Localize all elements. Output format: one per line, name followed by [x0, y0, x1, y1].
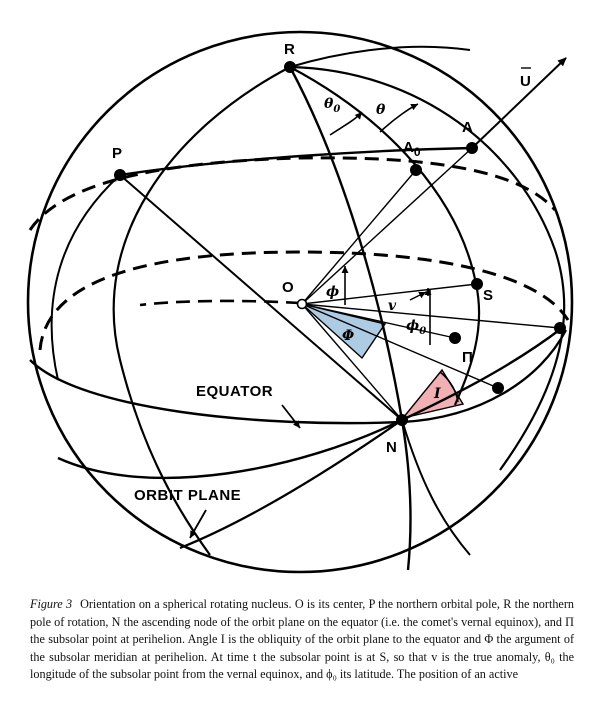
label-orbit-plane: ORBIT PLANE [134, 487, 241, 504]
point-lower [492, 382, 504, 394]
label-theta: θ [376, 102, 386, 118]
orbit-pointer [189, 509, 207, 539]
label-equator: EQUATOR [196, 383, 273, 400]
label-theta0: θ0 [324, 96, 340, 115]
ray-O-S [301, 283, 478, 305]
U-axis [471, 57, 567, 149]
label-R: R [284, 41, 295, 58]
meridian-R-N [288, 66, 412, 571]
point-O [296, 298, 308, 310]
label-Phi: Φ [342, 328, 354, 344]
angle-Phi-patch [301, 303, 387, 360]
point-right [554, 322, 566, 334]
point-P [114, 169, 126, 181]
label-phi: ϕ [326, 284, 339, 300]
caption-figure-label: Figure 3 [30, 597, 73, 611]
ray-O-right [301, 303, 561, 329]
point-A0 [410, 164, 422, 176]
sphere-outline [26, 30, 574, 574]
label-Pi: Π [462, 349, 473, 366]
arc-N-bottom2 [401, 419, 471, 556]
ray-O-N [301, 303, 403, 421]
arc-left-upper [50, 174, 121, 381]
label-O: O [282, 279, 294, 296]
ray-O-pt [301, 303, 499, 389]
orbital-pole-circle-back [28, 156, 557, 231]
meridian-R-right [289, 65, 566, 471]
theta-arrow [379, 103, 419, 133]
meridian-top-arc [289, 45, 471, 68]
orbit-plane-front [57, 327, 563, 480]
ray-O-A0 [301, 169, 417, 305]
label-N: N [386, 439, 397, 456]
ray-O-A [301, 147, 473, 305]
label-phi0: ϕ0 [406, 318, 426, 337]
label-S: S [483, 287, 493, 304]
meridian-R-left [112, 66, 291, 556]
label-I: I [433, 386, 441, 402]
sphere-diagram: R P A A0 O S N Π U θ0 θ ϕ v ϕ0 Φ I EQUAT… [26, 30, 574, 574]
I-arrow [439, 371, 459, 403]
label-A: A [462, 119, 473, 136]
equator-back [38, 250, 570, 351]
v-arrow [409, 291, 427, 301]
label-U: U [520, 73, 531, 90]
point-R [284, 61, 296, 73]
dashed-line-O [139, 299, 301, 307]
equator-pointer [281, 404, 301, 429]
line-P-N [119, 174, 403, 421]
label-v: v [388, 298, 397, 314]
point-A [466, 142, 478, 154]
point-S [471, 278, 483, 290]
theta0-arrow [329, 111, 363, 136]
point-Pi [449, 332, 461, 344]
label-P: P [112, 145, 122, 162]
label-A0: A0 [403, 139, 421, 159]
arc-N-bottom [179, 419, 403, 550]
caption-text: Orientation on a spherical rotating nucl… [30, 597, 574, 682]
equator-front [29, 329, 568, 425]
point-N [396, 414, 408, 426]
